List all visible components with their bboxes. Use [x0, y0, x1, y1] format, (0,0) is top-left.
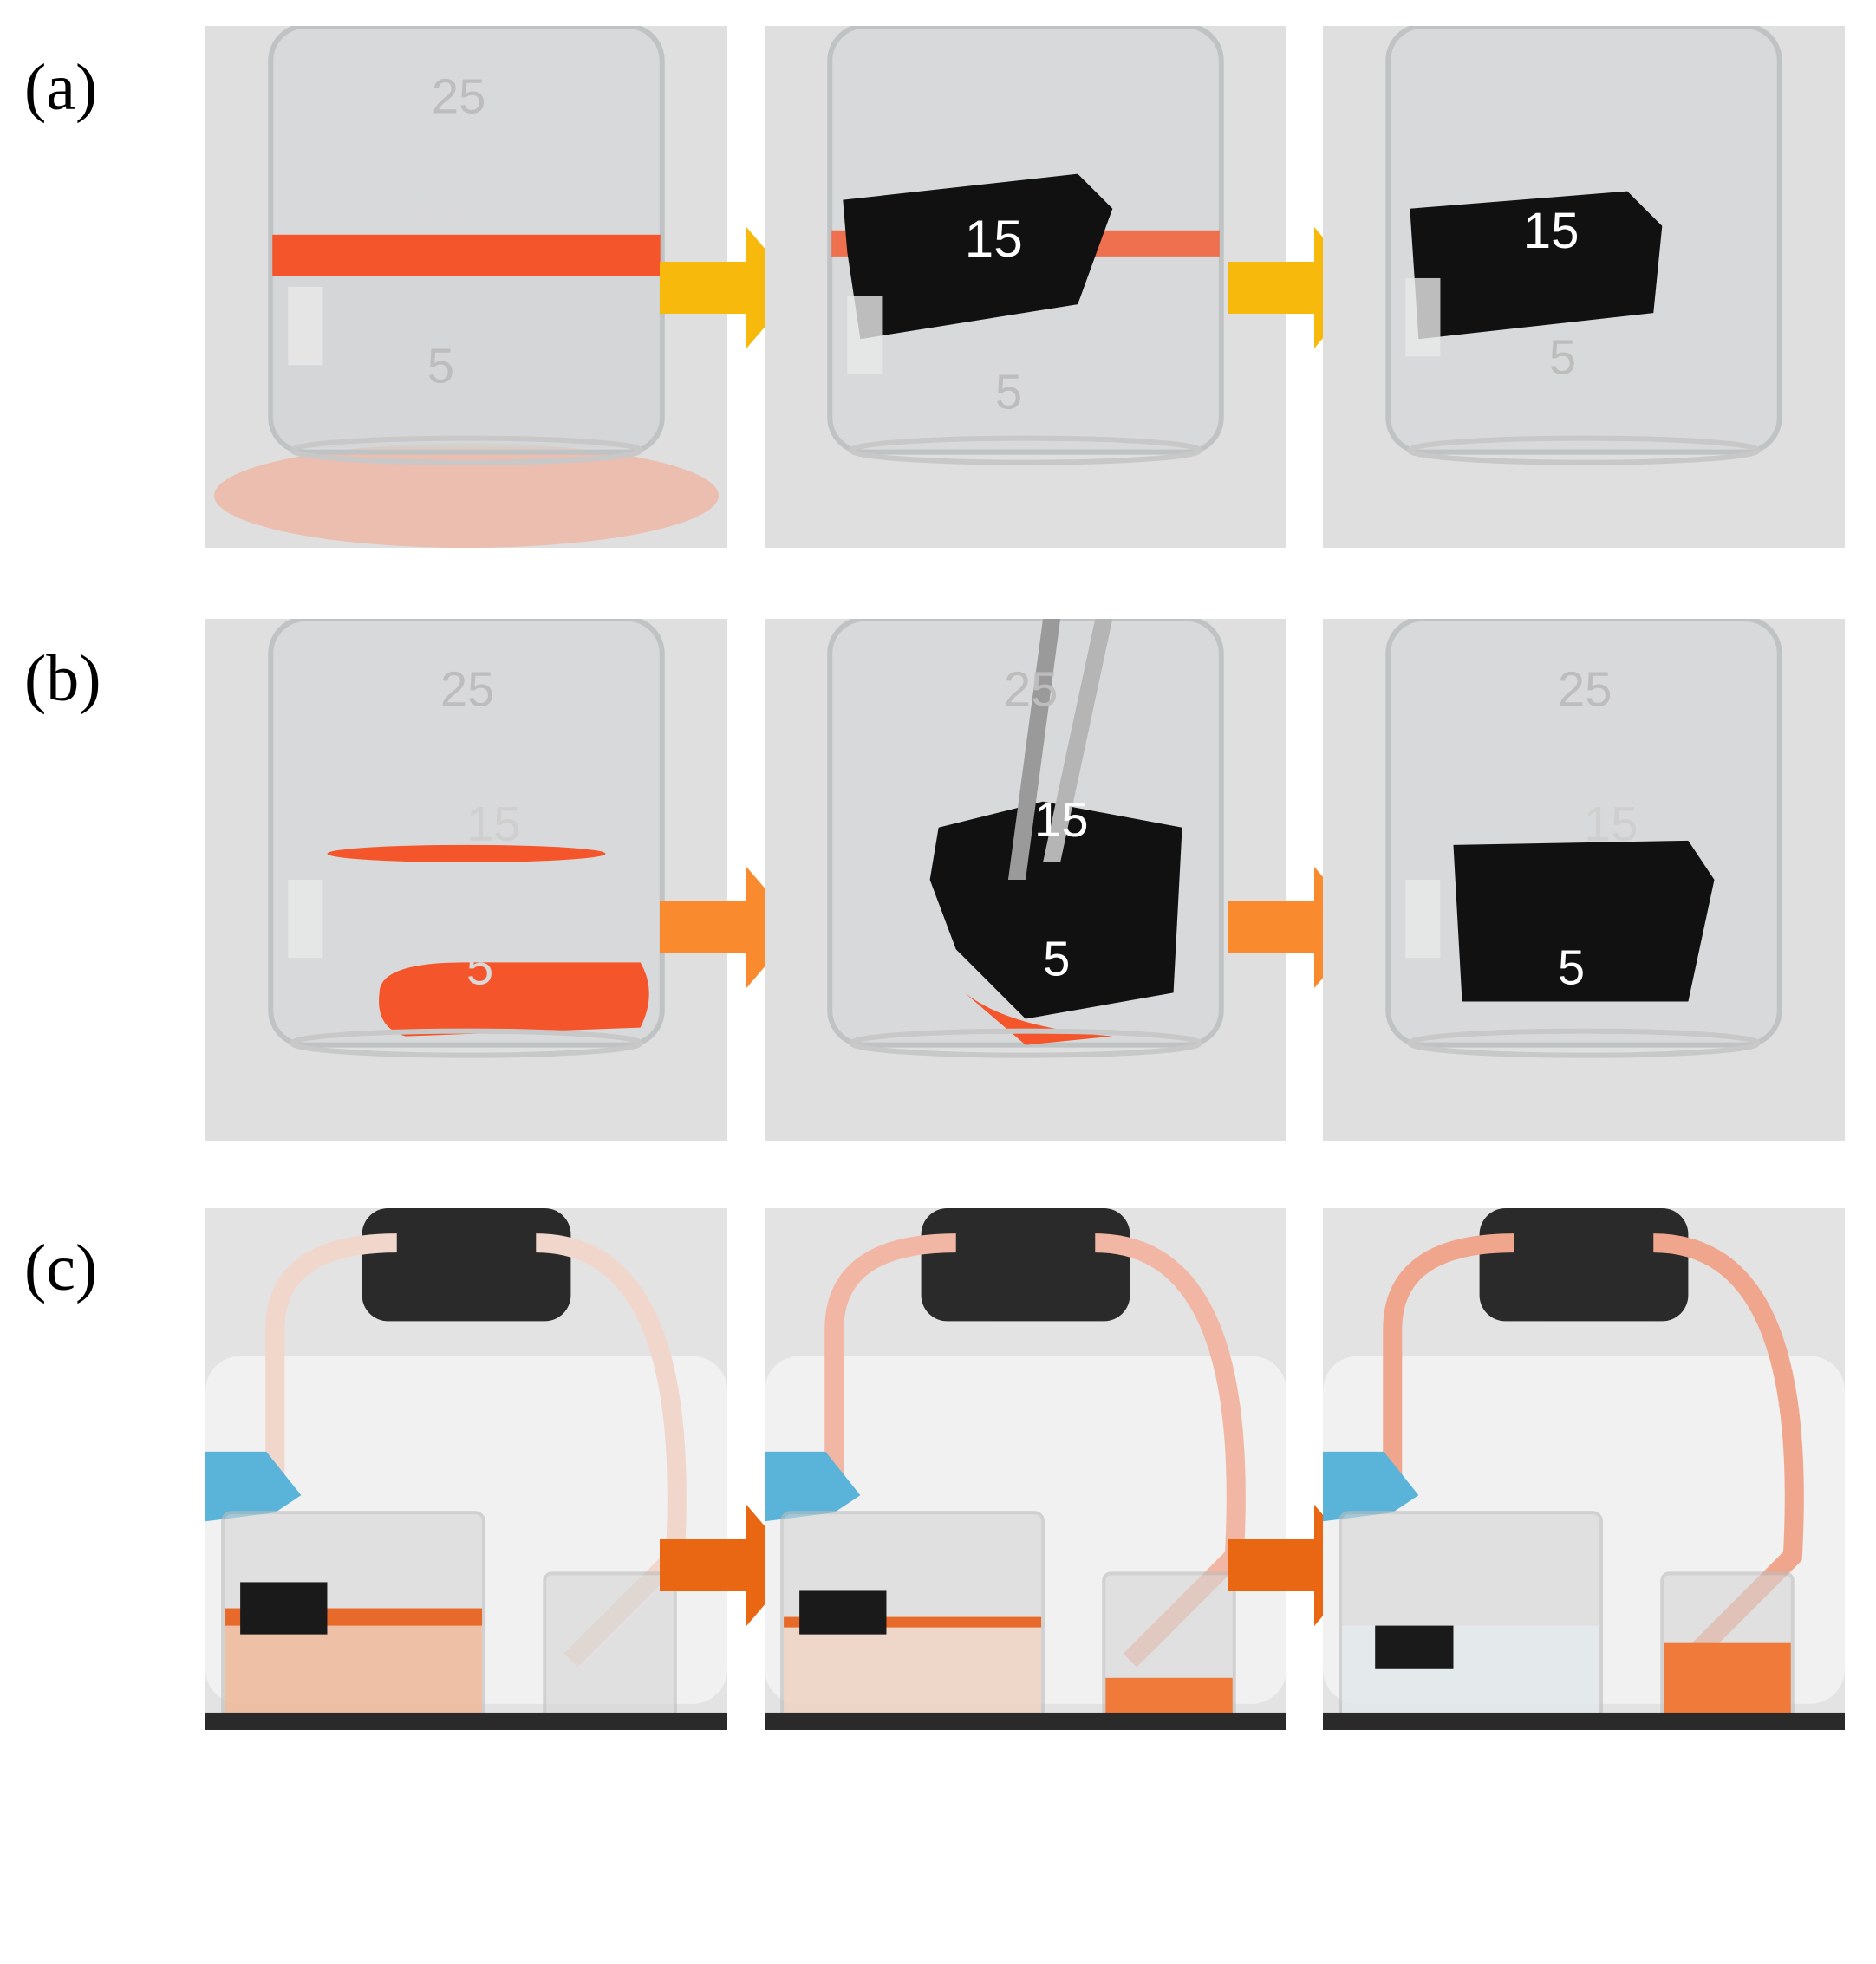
photo-b2-tweezers-sponge: 25 15 5: [765, 619, 1286, 1141]
arrow-a1: [660, 227, 798, 348]
svg-text:5: 5: [995, 364, 1022, 419]
photo-b1-heavy-oil: 25 15 5: [205, 619, 727, 1141]
svg-text:25: 25: [440, 661, 494, 716]
row-label-c: (c): [24, 1232, 98, 1304]
arrow-c1: [660, 1505, 798, 1626]
svg-text:15: 15: [965, 210, 1023, 268]
photo-a2-sponge-absorbing: 15 5: [765, 26, 1286, 548]
photo-c2-pump-mid: [765, 1208, 1286, 1730]
svg-text:25: 25: [432, 68, 485, 123]
svg-text:5: 5: [1549, 329, 1576, 384]
svg-text:15: 15: [414, 173, 468, 228]
svg-text:25: 25: [1004, 661, 1058, 716]
svg-text:15: 15: [1034, 792, 1088, 847]
photo-c1-pump-start: [205, 1208, 727, 1730]
svg-text:5: 5: [1043, 931, 1070, 985]
row-label-b: (b): [24, 642, 101, 715]
arrow-b1: [660, 867, 798, 988]
row-label-a: (a): [24, 51, 98, 124]
svg-text:15: 15: [466, 797, 520, 851]
photo-a3-oil-removed: 15 5: [1323, 26, 1845, 548]
svg-text:5: 5: [466, 940, 493, 994]
svg-text:5: 5: [427, 338, 454, 393]
svg-text:25: 25: [1558, 661, 1612, 716]
photo-a1-oil-on-water: 25 15 5: [205, 26, 727, 548]
svg-text:15: 15: [1523, 203, 1580, 259]
svg-text:5: 5: [1558, 940, 1585, 994]
photo-b3-oil-removed: 25 15 5: [1323, 619, 1845, 1141]
photo-c3-pump-end: [1323, 1208, 1845, 1730]
svg-text:15: 15: [1584, 797, 1638, 851]
